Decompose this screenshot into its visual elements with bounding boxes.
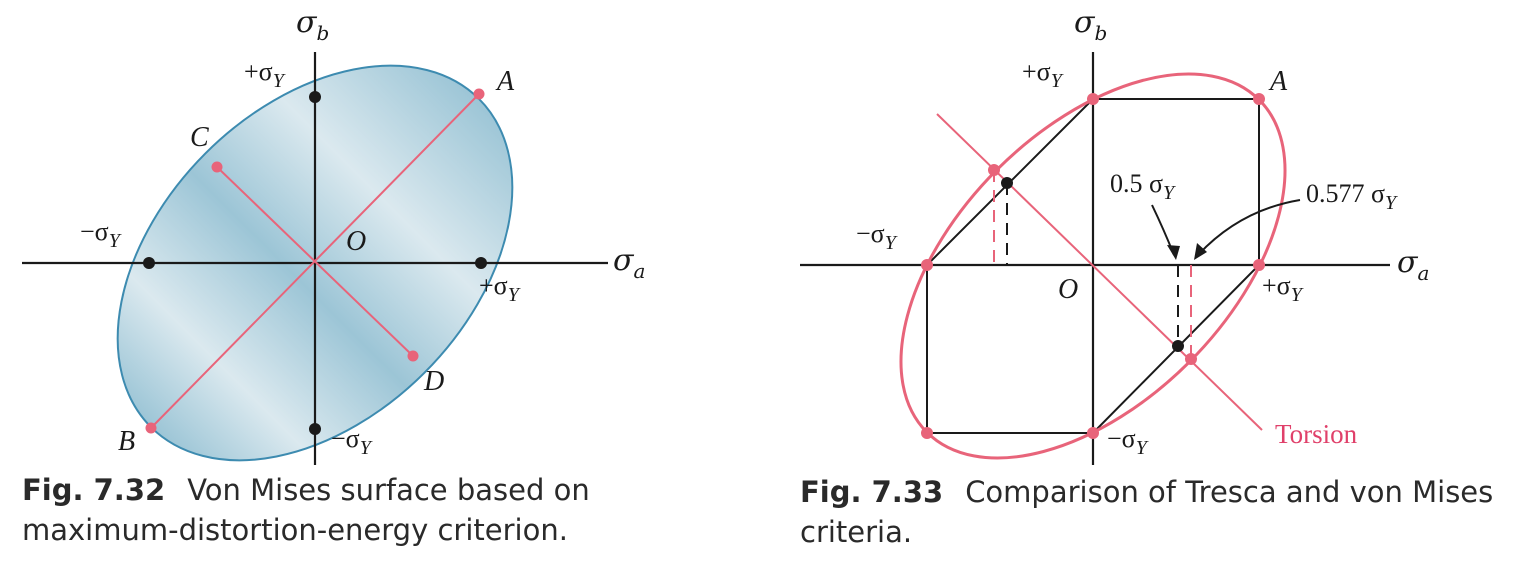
sigma-b-label-right: σb — [1074, 5, 1107, 45]
arrow-577-yield — [1197, 199, 1301, 256]
caption-text: Comparison of Tresca and von Mises — [965, 475, 1494, 509]
caption-line-2: maximum-distortion-energy criterion. — [22, 513, 568, 547]
neg-yield-left-label: −σY — [80, 217, 122, 252]
arrow-577-yield-head — [1194, 243, 1207, 260]
caption-fig-7-32: Fig. 7.32 Von Mises surface based on maxi… — [22, 470, 662, 550]
pos-yield-top-label: +σY — [244, 57, 286, 92]
pos-yield-top-label-right: +σY — [1022, 57, 1064, 92]
caption-label: Fig. 7.33 — [800, 475, 944, 509]
tresca-vs-von-mises-figure: σb σa +σY −σY −σY +σY O A 0.5 σY 0.577 σ… — [800, 5, 1429, 465]
caption-label: Fig. 7.32 — [22, 473, 166, 507]
caption-fig-7-33: Fig. 7.33 Comparison of Tresca and von Mi… — [800, 472, 1515, 552]
torsion-tresca-lower-point — [1172, 340, 1184, 352]
caption-text: Von Mises surface based on — [187, 473, 590, 507]
point-B-marker — [145, 422, 157, 434]
ellipse-A-point — [1253, 93, 1265, 105]
diagonal-CD — [216, 166, 414, 357]
arrow-half-yield-head — [1167, 245, 1180, 260]
point-D-marker — [407, 350, 419, 362]
yield-left-marker — [143, 257, 155, 269]
torsion-line — [936, 113, 1263, 431]
torsion-label: Torsion — [1275, 419, 1358, 449]
origin-label-right: O — [1058, 274, 1078, 305]
ellipse-right-point — [1253, 259, 1265, 271]
neg-yield-bottom-label-right: −σY — [1107, 424, 1149, 459]
torsion-tresca-upper-point — [1001, 177, 1013, 189]
sigma-b-label: σb — [296, 5, 329, 45]
pos-yield-right-label: +σY — [479, 271, 521, 306]
neg-yield-bottom-label: −σY — [331, 424, 373, 459]
torsion-ellipse-lower-point — [1185, 353, 1197, 365]
origin-label: O — [346, 226, 366, 257]
yield-right-marker — [475, 257, 487, 269]
sigma-a-label: σa — [613, 243, 645, 283]
half-yield-label: 0.5 σY — [1110, 169, 1176, 204]
ellipse-top-point — [1087, 93, 1099, 105]
caption-line-1: Fig. 7.32 Von Mises surface based on — [22, 470, 662, 510]
point-A-marker — [473, 88, 485, 100]
sigma-a-label-right: σa — [1397, 245, 1429, 285]
point-D-label: D — [423, 366, 444, 397]
yield-577-label: 0.577 σY — [1306, 179, 1398, 214]
ellipse-bottom-left-point — [921, 427, 933, 439]
ellipse-bottom-point — [1087, 427, 1099, 439]
point-C-label: C — [190, 122, 209, 153]
point-B-label: B — [118, 426, 135, 457]
point-A-label-right: A — [1268, 66, 1288, 97]
ellipse-left-point — [921, 259, 933, 271]
pos-yield-right-label-right: +σY — [1262, 271, 1304, 306]
neg-yield-left-label-right: −σY — [856, 219, 898, 254]
caption-line-1: Fig. 7.33 Comparison of Tresca and von Mi… — [800, 472, 1515, 512]
yield-top-marker — [309, 91, 321, 103]
point-A-label: A — [495, 66, 515, 97]
torsion-ellipse-upper-point — [988, 164, 1000, 176]
point-C-marker — [211, 161, 223, 173]
yield-bottom-marker — [309, 423, 321, 435]
von-mises-figure: σb σa +σY −σY −σY +σY O A B C D — [22, 5, 645, 465]
caption-line-2: criteria. — [800, 515, 913, 549]
